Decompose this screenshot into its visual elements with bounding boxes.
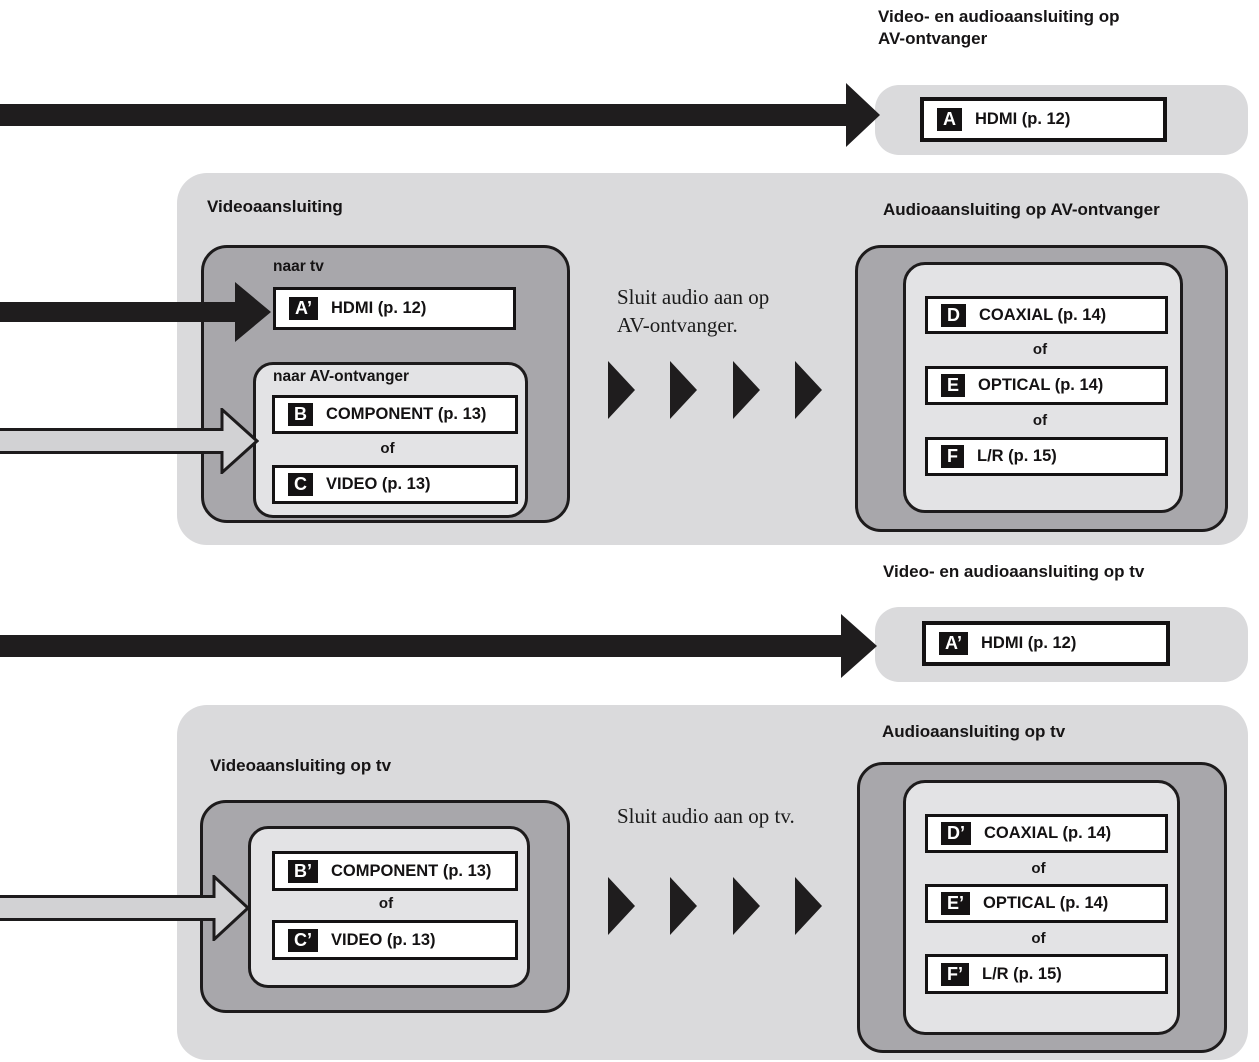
gray-arrow-icon — [0, 408, 259, 474]
coaxial-d-label: COAXIAL (p. 14) — [979, 305, 1107, 324]
badge-e-prime: E’ — [941, 892, 971, 915]
optical-e-label: OPTICAL (p. 14) — [978, 376, 1104, 394]
hdmi-a-prime-box: A’ HDMI (p. 12) — [273, 287, 516, 330]
arrowhead-triangle-icon — [795, 361, 822, 419]
hdmi-a-prime-tv-label: HDMI (p. 12) — [981, 634, 1077, 652]
badge-e: E — [941, 374, 966, 397]
component-b-prime-box: B’ COMPONENT (p. 13) — [272, 851, 518, 891]
arrowhead-triangle-icon — [670, 877, 697, 935]
video-c-prime-label: VIDEO (p. 13) — [331, 930, 436, 949]
note-connect-audio-av: Sluit audio aan op AV-ontvanger. — [617, 285, 770, 337]
heading-videoaansluiting-tv: Videoaansluiting op tv — [210, 756, 392, 775]
hdmi-a-prime-tv-box: A’ HDMI (p. 12) — [922, 621, 1170, 666]
badge-b-prime: B’ — [288, 859, 318, 883]
lr-f-prime-box: F’ L/R (p. 15) — [925, 954, 1168, 994]
heading-audio-tv: Audioaansluiting op tv — [882, 722, 1066, 741]
note-connect-audio-tv: Sluit audio aan op tv. — [617, 804, 795, 828]
video-c-prime-box: C’ VIDEO (p. 13) — [272, 920, 518, 960]
badge-f: F — [941, 445, 964, 468]
optical-e-prime-label: OPTICAL (p. 14) — [983, 894, 1109, 912]
arrowhead-triangle-icon — [608, 877, 635, 935]
badge-c: C — [288, 473, 313, 496]
badge-a-prime: A’ — [939, 632, 969, 655]
video-c-box: C VIDEO (p. 13) — [272, 465, 518, 504]
arrowhead-triangle-icon — [670, 361, 697, 419]
badge-a-prime: A’ — [289, 297, 319, 320]
naar-av-label: naar AV-ontvanger — [273, 368, 410, 385]
arrowhead-triangle-icon — [733, 877, 760, 935]
lr-f-prime-label: L/R (p. 15) — [982, 964, 1062, 983]
black-arrow-icon — [0, 282, 271, 342]
or-label: of — [1031, 930, 1046, 947]
or-label: of — [1032, 412, 1048, 429]
badge-d: D — [941, 303, 966, 327]
component-b-box: B COMPONENT (p. 13) — [272, 395, 518, 434]
arrowhead-triangle-icon — [608, 361, 635, 419]
badge-a: A — [937, 108, 962, 131]
heading-videoaansluiting: Videoaansluiting — [207, 197, 343, 216]
lr-f-box: F L/R (p. 15) — [925, 437, 1168, 476]
optical-e-box: E OPTICAL (p. 14) — [925, 366, 1168, 405]
badge-d-prime: D’ — [941, 822, 971, 845]
or-label: of — [1031, 860, 1046, 877]
optical-e-prime-box: E’ OPTICAL (p. 14) — [925, 884, 1168, 923]
heading-video-audio-av-receiver: Video- en audioaansluiting op AV-ontvang… — [878, 7, 1120, 48]
or-label: of — [1032, 341, 1048, 358]
coaxial-d-box: D COAXIAL (p. 14) — [925, 296, 1168, 334]
black-arrow-icon — [0, 83, 880, 147]
hdmi-a-prime-label: HDMI (p. 12) — [331, 299, 427, 317]
lr-f-label: L/R (p. 15) — [977, 447, 1057, 465]
or-label: of — [378, 895, 394, 912]
badge-b: B — [288, 403, 313, 426]
heading-audio-av-receiver: Audioaansluiting op AV-ontvanger — [883, 200, 1160, 219]
hdmi-a-label: HDMI (p. 12) — [975, 110, 1071, 128]
arrowhead-triangle-icon — [795, 877, 822, 935]
arrowhead-triangle-icon — [733, 361, 760, 419]
gray-arrow-icon — [0, 875, 250, 941]
heading-video-audio-tv: Video- en audioaansluiting op tv — [883, 562, 1145, 581]
coaxial-d-prime-box: D’ COAXIAL (p. 14) — [925, 814, 1168, 853]
component-b-prime-label: COMPONENT (p. 13) — [331, 861, 492, 880]
black-arrow-icon — [0, 614, 877, 678]
badge-f-prime: F’ — [941, 962, 969, 986]
naar-tv-label: naar tv — [273, 258, 324, 275]
video-c-label: VIDEO (p. 13) — [326, 475, 431, 493]
coaxial-d-prime-label: COAXIAL (p. 14) — [984, 824, 1112, 842]
badge-c-prime: C’ — [288, 928, 318, 952]
component-b-label: COMPONENT (p. 13) — [326, 405, 487, 423]
or-label: of — [380, 440, 395, 457]
hdmi-a-box: A HDMI (p. 12) — [920, 97, 1167, 142]
